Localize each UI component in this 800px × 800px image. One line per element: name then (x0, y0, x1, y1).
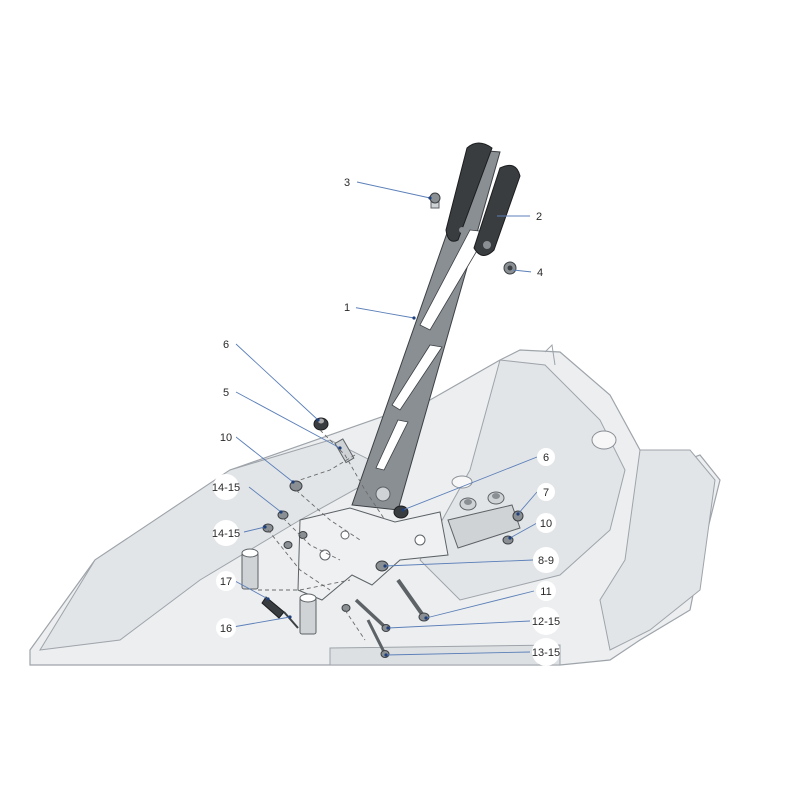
bolt-3 (429, 192, 441, 209)
assembly-lines (258, 429, 386, 641)
bolt-12-15 (341, 598, 391, 632)
callout-3: 3 (344, 177, 350, 189)
callout-6-lower: 6 (543, 452, 549, 464)
callout-12-15: 12-15 (532, 616, 560, 628)
callout-backgrounds (213, 173, 560, 666)
callout-10-right: 10 (540, 518, 552, 530)
callout-6-upper: 6 (223, 339, 229, 351)
master-cylinder (447, 491, 524, 549)
pivot-post-16 (241, 548, 317, 635)
bushing-6-lower (393, 505, 409, 519)
callout-13-15: 13-15 (532, 647, 560, 659)
callout-7: 7 (543, 487, 549, 499)
callout-10-left: 10 (220, 432, 232, 444)
leader-lines (232, 181, 538, 657)
callout-labels: 3 2 4 1 6 5 10 14-15 14-15 6 7 10 8-9 11… (212, 177, 560, 659)
bushing-6-upper (313, 417, 329, 431)
callout-16: 16 (220, 623, 232, 635)
bolt-4 (503, 261, 517, 275)
lever-grip (445, 142, 521, 256)
nut-14-15-lower (262, 523, 308, 549)
pin-17 (261, 596, 299, 629)
callout-4: 4 (537, 267, 543, 279)
callout-14-15-upper: 14-15 (212, 482, 240, 494)
callout-11: 11 (540, 586, 551, 598)
callout-14-15-lower: 14-15 (212, 528, 240, 540)
callout-8-9: 8-9 (538, 555, 554, 567)
callout-2: 2 (536, 211, 542, 223)
callout-1: 1 (344, 302, 350, 314)
callout-5: 5 (223, 387, 229, 399)
callout-17: 17 (220, 576, 232, 588)
handbrake-lever (351, 149, 501, 511)
spacer-5 (334, 438, 355, 464)
